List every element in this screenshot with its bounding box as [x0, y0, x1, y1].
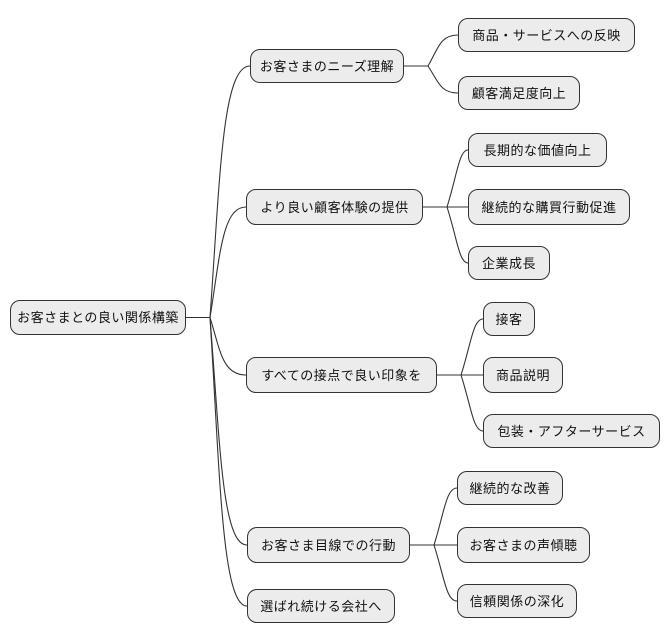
mindmap-node-label: お客さまとの良い関係構築 — [17, 310, 179, 325]
mindmap-node-packaging-aftersales: 包装・アフターサービス — [483, 414, 660, 448]
mindmap-node-touchpoints: すべての接点で良い印象を — [246, 357, 437, 393]
mindmap-node-continuous-improvement: 継続的な改善 — [457, 471, 563, 505]
mindmap-node-label: 信頼関係の深化 — [469, 593, 565, 609]
mindmap-edge — [460, 374, 484, 432]
mindmap-edge — [427, 34, 459, 67]
mindmap-edge — [209, 317, 248, 607]
mindmap-node-label: 企業成長 — [481, 255, 536, 271]
mindmap-edge — [209, 65, 251, 318]
mindmap-node-reflect: 商品・サービスへの反映 — [458, 18, 635, 52]
mindmap-node-repeat-purchase: 継続的な購買行動促進 — [468, 189, 630, 225]
mindmap-edge — [446, 149, 469, 208]
mindmap-node-chosen-company: 選ばれ続ける会社へ — [247, 589, 395, 623]
mindmap-edge — [446, 206, 469, 264]
mindmap-node-customer-service: 接客 — [483, 302, 535, 336]
mindmap-node-label: 長期的な価値向上 — [483, 142, 592, 158]
mindmap-node-label: 継続的な改善 — [469, 480, 551, 496]
mindmap-node-label: 顧客満足度向上 — [471, 85, 567, 101]
mindmap-node-satisfaction: 顧客満足度向上 — [458, 76, 580, 110]
mindmap-edge — [433, 487, 458, 546]
mindmap-edge — [427, 65, 459, 94]
mindmap-node-label: 包装・アフターサービス — [497, 423, 646, 439]
mindmap-node-needs: お客さまのニーズ理解 — [250, 49, 404, 83]
mindmap-node-trust-deepening: 信頼関係の深化 — [457, 584, 577, 618]
mindmap-node-label: 選ばれ続ける会社へ — [260, 598, 382, 614]
mindmap-node-label: お客さま目線での行動 — [260, 537, 396, 553]
mindmap-node-label: お客さまの声傾聴 — [469, 537, 578, 553]
mindmap-edge — [209, 317, 248, 546]
mindmap-node-label: 継続的な購買行動促進 — [481, 199, 617, 215]
mindmap-node-label: 商品説明 — [495, 367, 550, 383]
mindmap-node-company-growth: 企業成長 — [468, 246, 550, 280]
mindmap-edge — [460, 318, 484, 376]
mindmap-edge — [209, 206, 247, 318]
mindmap-node-longterm-value: 長期的な価値向上 — [468, 133, 607, 167]
mindmap-node-product-explanation: 商品説明 — [483, 357, 563, 393]
mindmap-node-label: 商品・サービスへの反映 — [472, 27, 621, 43]
mindmap-node-label: すべての接点で良い印象を — [261, 367, 422, 383]
mindmap-node-voice-listening: お客さまの声傾聴 — [457, 527, 590, 563]
mindmap-node-root: お客さまとの良い関係構築 — [10, 300, 186, 335]
mindmap-node-label: 接客 — [495, 311, 523, 327]
mindmap-edge — [433, 544, 458, 602]
mindmap-node-customer-perspective: お客さま目線での行動 — [247, 527, 410, 563]
mindmap-node-label: お客さまのニーズ理解 — [259, 58, 395, 74]
mindmap-edge — [209, 317, 247, 376]
mindmap-node-label: より良い顧客体験の提供 — [260, 199, 409, 215]
mindmap-node-experience: より良い顧客体験の提供 — [246, 189, 423, 225]
